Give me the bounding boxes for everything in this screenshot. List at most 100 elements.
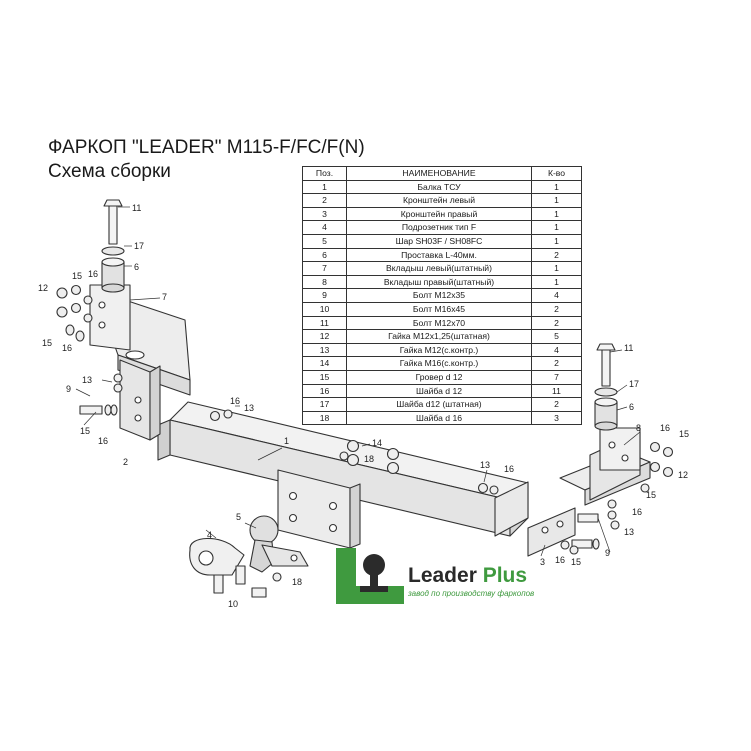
leader-lines [75,206,641,557]
callout-5: 5 [236,512,241,522]
tow-ball-assembly [189,515,309,598]
callout-16: 16 [230,396,240,406]
cell-position: 18 [302,410,347,426]
callout-17-left: 17 [134,241,144,251]
cell-quantity: 2 [531,356,582,371]
cell-quantity: 1 [531,233,582,249]
callout-18: 18 [292,577,302,587]
cell-name: Подрозетник тип F [346,220,532,235]
callout-12-left: 12 [38,283,48,293]
page-title: ФАРКОП "LEADER" M115-F/FC/F(N) [48,137,365,158]
cell-position: 15 [302,369,347,385]
callout-16: 16 [504,464,514,474]
cell-position: 11 [302,315,347,331]
callout-9-left: 9 [66,384,71,394]
cell-position: 5 [302,233,347,249]
column-header-name: НАИМЕНОВАНИЕ [346,166,532,181]
left-spacer-assembly [101,199,125,293]
callout-9-right: 9 [605,548,610,558]
callout-6-right: 6 [629,402,634,412]
tow-beam [157,401,529,549]
cell-quantity: 4 [531,342,582,358]
right-bracket [527,427,651,557]
cell-name: Шар SH03F / SH08FC [346,233,532,249]
leader-plus-logo-mark [336,548,404,604]
cell-name: Шайба d 16 [346,410,532,426]
callout-6-left: 6 [134,262,139,272]
right-spacer-assembly [594,343,618,431]
cell-name: Болт М16х45 [346,301,532,317]
cell-position: 2 [302,193,347,208]
callout-16: 16 [555,555,565,565]
parts-table-header: Поз. НАИМЕНОВАНИЕ К-во [302,166,582,181]
cell-position: 14 [302,356,347,371]
cell-quantity: 1 [531,179,582,195]
cell-name: Гайка М12х1,25(штатная) [346,329,532,344]
cell-quantity: 2 [531,301,582,317]
column-header-quantity: К-во [531,166,582,181]
cell-name: Проставка L-40мм. [346,247,532,263]
callout-13: 13 [244,403,254,413]
callout-1: 1 [284,436,289,446]
cell-name: Вкладыш правый(штатный) [346,274,532,290]
cell-position: 9 [302,288,347,303]
callout-16: 16 [88,269,98,279]
callout-13: 13 [624,527,634,537]
cell-position: 17 [302,397,347,412]
cell-name: Шайба d12 (штатная) [346,397,532,412]
cell-quantity: 2 [531,397,582,412]
callout-13: 13 [82,375,92,385]
cell-quantity: 1 [531,261,582,276]
cell-name: Вкладыш левый(штатный) [346,261,532,276]
cell-position: 7 [302,261,347,276]
callout-15: 15 [679,429,689,439]
cell-position: 4 [302,220,347,235]
cell-name: Болт М12х35 [346,288,532,303]
cell-name: Кронштейн левый [346,193,532,208]
callout-13: 13 [480,460,490,470]
cell-quantity: 4 [531,288,582,303]
callout-2: 2 [123,457,128,467]
callout-15: 15 [80,426,90,436]
callout-16: 16 [660,423,670,433]
cell-quantity: 1 [531,206,582,222]
cell-quantity: 11 [531,383,582,399]
left-fasteners [56,284,233,422]
callout-labels: 11 17 6 15 16 12 7 15 16 13 9 15 16 2 16… [38,203,689,609]
cell-position: 3 [302,206,347,222]
center-nuts [339,439,400,475]
callout-17-right: 17 [629,379,639,389]
cell-name: Балка ТСУ [346,179,532,195]
cell-quantity: 1 [531,220,582,235]
callout-12-right: 12 [678,470,688,480]
callout-18: 18 [364,454,374,464]
cell-name: Шайба d 12 [346,383,532,399]
brand-main: Leader [408,564,477,587]
callout-3: 3 [540,557,545,567]
cell-position: 8 [302,274,347,290]
cell-position: 6 [302,247,347,263]
cell-quantity: 5 [531,329,582,344]
callout-16: 16 [98,436,108,446]
callout-16: 16 [632,507,642,517]
cell-name: Кронштейн правый [346,206,532,222]
cell-quantity: 7 [531,369,582,385]
brand-slogan: завод по производству фаркопов [408,589,535,598]
callout-8: 8 [636,423,641,433]
cell-name: Гайка М16(с.контр.) [346,356,532,371]
